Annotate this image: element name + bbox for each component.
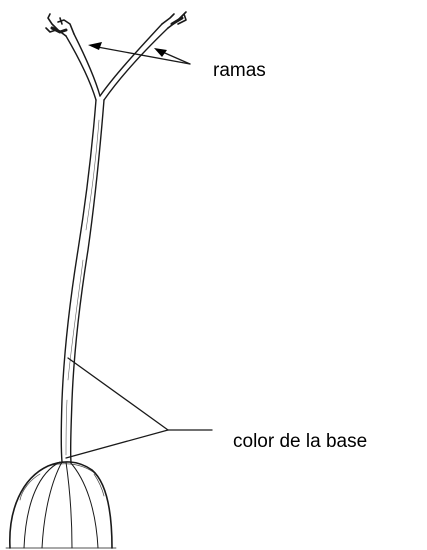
pointer-line-upper <box>68 358 168 430</box>
arrow-head-left <box>88 42 102 50</box>
arrow-line-left <box>92 46 190 64</box>
base-inner-ridge-4 <box>70 462 98 548</box>
arrow-head-right <box>154 48 167 57</box>
stem-right-outline <box>71 100 104 462</box>
base-inner-ridge-1 <box>24 462 60 548</box>
right-branch-tip <box>162 12 186 28</box>
base-inner-ridge-3 <box>66 462 72 548</box>
right-branch-outline-inner <box>100 24 162 96</box>
pointer-line-lower <box>66 430 168 458</box>
branches-label: ramas <box>213 61 266 80</box>
base-color-label: color de la base <box>233 432 367 451</box>
right-branch-outline-outer <box>104 28 168 100</box>
